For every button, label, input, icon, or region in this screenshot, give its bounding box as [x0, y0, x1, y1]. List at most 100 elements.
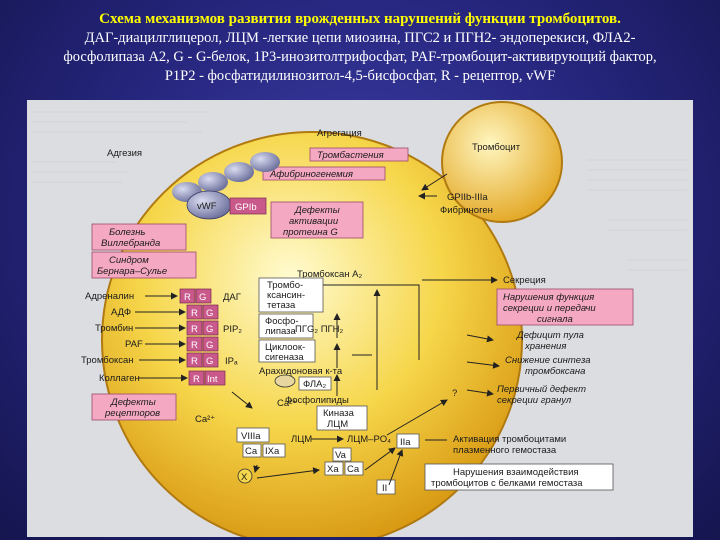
caption-line-2: ДАГ-диацилглицерол, ЛЦМ -легкие цепи мио…: [84, 30, 636, 46]
receptor-defects-box: [91, 393, 177, 421]
arrow-ip3-ca: [231, 391, 253, 409]
label-arachidonic: Арахидоновая к-та: [259, 366, 343, 377]
label-ca2-outer: Ca²⁺: [195, 414, 215, 425]
diagram-panel: Тромбоцит Агрегация Адгезия Тромбастения…: [27, 100, 693, 537]
label-agregacia: Агрегация: [317, 128, 362, 139]
label-afibrinogenemia: Афибриногенемия: [269, 169, 353, 180]
ca-box-1: [242, 443, 262, 458]
caption-title: Схема механизмов развития врожденных нар…: [99, 11, 621, 27]
viii-box: [236, 427, 270, 443]
label-ip3: IPₐ: [225, 356, 238, 367]
svg-text:R: R: [184, 292, 191, 303]
platelet-diagram: Тромбоцит Агрегация Адгезия Тромбастения…: [32, 101, 687, 537]
label-interaction-1: Нарушения взаимодействия: [453, 467, 579, 478]
trombastenia-box: [309, 147, 409, 162]
svg-text:R: R: [191, 324, 198, 335]
g-protein-defect-box: [270, 201, 364, 239]
label-secretion-1: Нарушения функция: [503, 292, 594, 303]
label-phospholipase-2: липаза: [265, 326, 297, 337]
pathway-arrows: [333, 289, 381, 396]
agonist-trombin: Тромбин: [95, 323, 133, 334]
label-dag: ДАГ: [223, 292, 241, 303]
small-platelet: [441, 101, 563, 223]
x-mark-circle: [237, 468, 253, 484]
svg-text:G: G: [206, 308, 213, 319]
label-ca-2: Ca: [347, 464, 360, 475]
coagulation-arrows: [253, 439, 447, 486]
label-secrecia: Секреция: [503, 275, 546, 286]
label-lcm-po4: ЛЦМ–PO₄: [347, 434, 391, 445]
label-willebrand-2: Виллебранда: [101, 238, 160, 249]
label-activation-1: Активация тромбоцитами: [453, 434, 566, 445]
label-kinase-2: ЛЦМ: [327, 419, 348, 430]
label-bernard-2: Бернара–Сулье: [97, 266, 167, 277]
label-cyclo-1: Циклоок-: [265, 342, 305, 353]
ii-box: [376, 479, 396, 495]
calcium-store-icon: [274, 374, 296, 388]
label-xa: Xa: [327, 464, 339, 475]
svg-text:Int: Int: [207, 374, 218, 385]
caption-line-3: фосфолипаза А2, G - G-белок, 1Р3-инозито…: [63, 49, 657, 65]
phospholipase-box: [258, 313, 314, 339]
agonists: Адреналин АДФ Тромбин PAF Тромбоксан Кол…: [81, 291, 143, 384]
agonist-adp: АДФ: [111, 307, 131, 318]
label-receptor-defects-2: рецепторов: [104, 408, 160, 419]
label-synthase-3: тетаза: [267, 300, 296, 311]
svg-text:G: G: [199, 292, 206, 303]
label-iia: IIa: [400, 437, 411, 448]
willebrand-box: [91, 223, 187, 251]
background-texture: [32, 111, 687, 271]
label-x: X: [241, 472, 248, 483]
label-tromboxan-a2: Тромбоксан А₂: [297, 269, 363, 280]
label-synthase-1: Тромбо-: [267, 280, 303, 291]
arrow-primary: [466, 389, 494, 397]
label-defect-3: протеина G: [283, 227, 338, 238]
label-phospholipase-1: Фосфо-: [265, 316, 299, 327]
label-bernard-1: Синдром: [109, 255, 149, 266]
label-ca-1: Ca: [245, 446, 258, 457]
receptors: R G R G R G R G R G R Int: [179, 288, 226, 386]
caption: Схема механизмов развития врожденных нар…: [20, 10, 700, 86]
agonist-kollagen: Коллаген: [99, 373, 140, 384]
caption-line-4: Р1Р2 - фосфатидилинозитол-4,5-бисфосфат,…: [164, 68, 556, 84]
label-interaction-2: тромбоцитов с белками гемостаза: [431, 478, 583, 489]
label-lcm: ЛЦМ: [291, 434, 312, 445]
label-synth-2: тромбоксана: [525, 366, 585, 377]
label-trombastenia: Тромбастения: [317, 150, 384, 161]
label-pip2: PIP₂: [223, 324, 242, 335]
svg-text:R: R: [191, 340, 198, 351]
label-primary-2: секреции гранул: [497, 395, 572, 406]
synthase-box: [258, 277, 324, 313]
ca-box-2: [344, 461, 364, 476]
iia-box: [396, 433, 420, 449]
label-vwf: vWF: [197, 201, 217, 212]
label-cyclo-2: сигеназа: [265, 352, 304, 363]
label-pool-1: Дефицит пула: [516, 330, 584, 341]
path-tromboxan: [297, 284, 420, 360]
label-defect-1: Дефекты: [294, 205, 340, 216]
arrow-lcm-secretion: [386, 399, 448, 436]
label-question: ?: [452, 388, 457, 399]
label-synthase-2: ксансин-: [267, 290, 305, 301]
label-ii: II: [382, 483, 387, 494]
label-defect-2: активации: [289, 216, 339, 227]
svg-text:G: G: [206, 324, 213, 335]
label-pg: ПГG₂ ПГН₂: [295, 324, 344, 335]
label-secretion-2: секреции и передачи: [503, 303, 596, 314]
label-viii: VIIIa: [241, 431, 261, 442]
fla2-box: [298, 376, 332, 391]
cyclooxygenase-box: [258, 339, 316, 363]
svg-text:G: G: [206, 356, 213, 367]
label-activation-2: плазменного гемостаза: [453, 445, 557, 456]
label-trombocit: Тромбоцит: [472, 142, 521, 153]
vwf-chain: [172, 152, 280, 220]
svg-text:R: R: [191, 356, 198, 367]
ixa-box: [262, 443, 286, 458]
agonist-arrows: [135, 292, 188, 382]
label-adgezia: Адгезия: [107, 148, 142, 159]
label-fla2: ФЛА₂: [303, 379, 326, 390]
label-synth-1: Снижение синтеза: [505, 355, 591, 366]
label-willebrand-1: Болезнь: [109, 227, 145, 238]
afibrinogenemia-box: [262, 166, 386, 181]
label-ca2-inner: Ca²⁺: [277, 398, 297, 409]
